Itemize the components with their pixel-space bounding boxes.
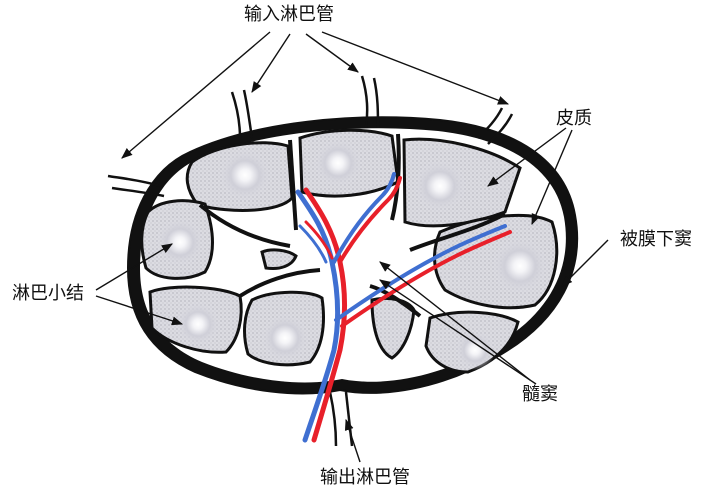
label-medullary-sinus: 髓窦 <box>522 386 558 404</box>
label-afferent-lymphatic: 输入淋巴管 <box>244 6 334 24</box>
label-subcapsular-sinus: 被膜下窦 <box>620 231 692 249</box>
label-lymph-nodule: 淋巴小结 <box>12 285 84 303</box>
label-efferent-lymphatic: 输出淋巴管 <box>320 469 410 487</box>
efferent-vessel <box>330 392 352 446</box>
label-cortex: 皮质 <box>556 110 592 128</box>
